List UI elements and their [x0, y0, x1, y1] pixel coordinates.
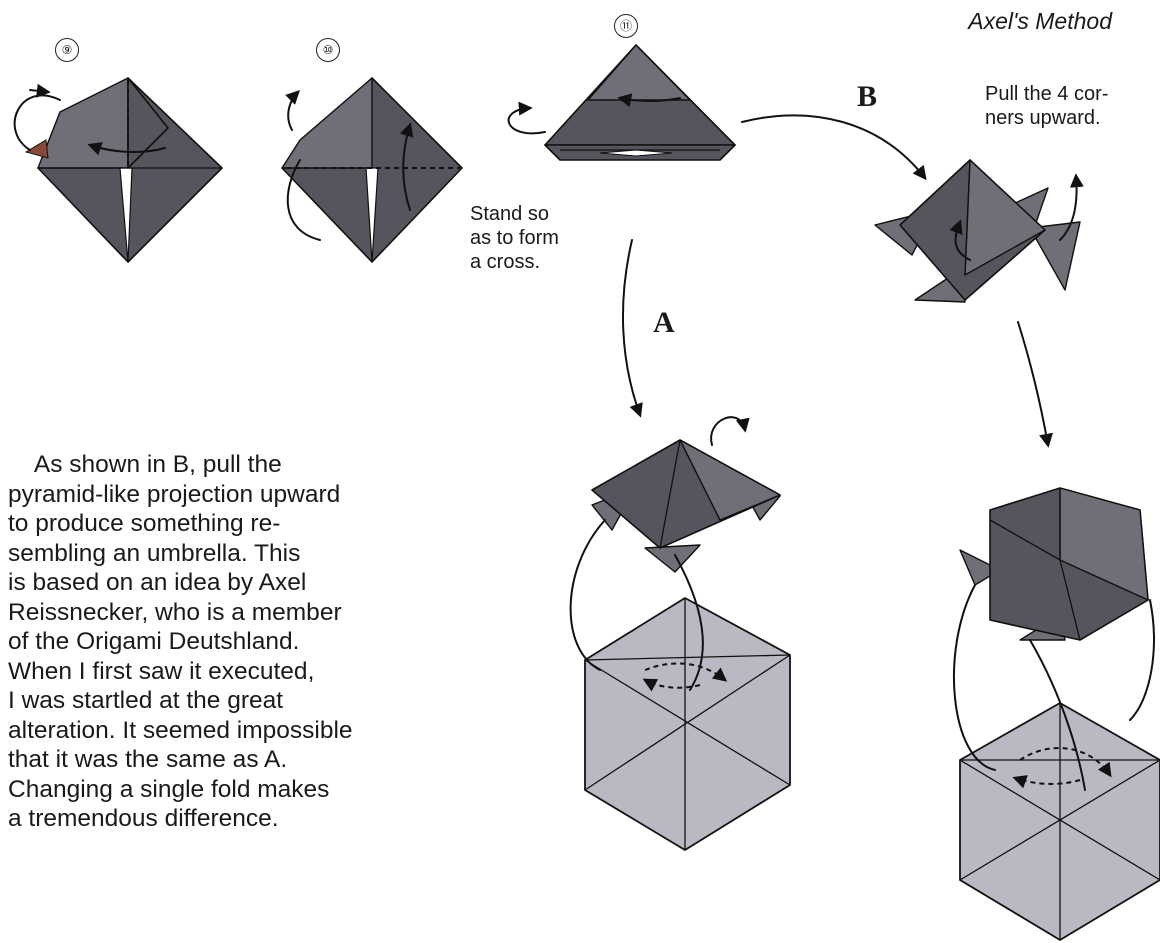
step-10-fold-diagram: [282, 78, 462, 262]
arrow-to-a: [623, 240, 640, 415]
step-11-fold-diagram: [509, 45, 735, 160]
step-b-intermediate: [875, 160, 1080, 302]
result-a-umbrella: [592, 417, 780, 572]
arrow-b-down: [1018, 322, 1048, 445]
arrow-to-b: [742, 115, 925, 178]
step-9-fold-diagram: [15, 78, 222, 262]
result-a-cube: [571, 520, 790, 850]
result-b-umbrella: [960, 488, 1148, 640]
